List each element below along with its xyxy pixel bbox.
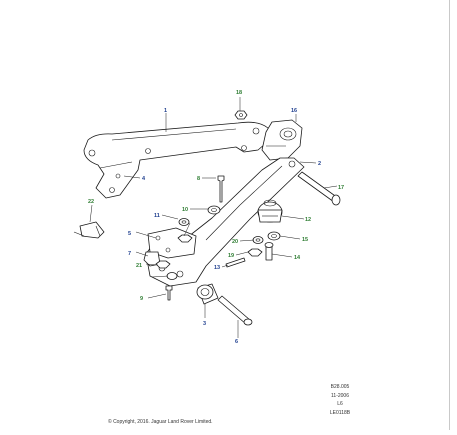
callout-15: 15 <box>302 237 308 243</box>
ball-joint <box>257 199 283 223</box>
nut-21 <box>155 260 171 269</box>
callout-22: 22 <box>88 199 94 205</box>
bolt-8 <box>217 175 225 203</box>
nut-19 <box>247 248 263 257</box>
callout-4: 4 <box>142 176 146 182</box>
stud-14 <box>264 242 274 261</box>
end-mount-housing <box>261 119 303 161</box>
callout-19: 19 <box>228 253 234 259</box>
callout-9: 9 <box>140 296 143 302</box>
reference-illustration-id: LE0118B <box>329 409 351 416</box>
reference-model: L6 <box>337 401 343 407</box>
screw-13 <box>225 257 246 268</box>
reference-code: B28.005 <box>330 384 350 390</box>
callout-14: 14 <box>294 255 301 261</box>
nut-18 <box>234 110 248 120</box>
reference-date: 11-2006 <box>331 392 349 399</box>
callout-18: 18 <box>236 90 242 96</box>
callout-5: 5 <box>128 231 131 237</box>
bushing <box>196 283 219 305</box>
callout-6: 6 <box>235 339 238 345</box>
callout-17: 17 <box>338 185 344 191</box>
washer-20 <box>252 236 264 244</box>
callout-10: 10 <box>182 207 188 213</box>
bolt-6 <box>217 295 253 326</box>
callout-21: 21 <box>136 263 142 269</box>
callout-1: 1 <box>164 108 167 114</box>
copyright-notice: © Copyright, 2016. Jaguar Land Rover Lim… <box>108 419 213 425</box>
bolt-9 <box>165 285 173 301</box>
callout-3: 3 <box>203 321 206 327</box>
crossmember-bracket <box>83 121 273 199</box>
callout-16: 16 <box>291 108 297 114</box>
callout-7: 7 <box>128 251 131 257</box>
callout-20: 20 <box>232 239 238 245</box>
washer-10 <box>207 205 221 215</box>
callout-2: 2 <box>318 161 321 167</box>
nut-left-16 <box>166 272 178 280</box>
bracket-clip <box>73 221 105 239</box>
callout-12: 12 <box>305 217 311 223</box>
callout-13: 13 <box>214 265 220 271</box>
washer-11 <box>178 218 190 226</box>
callout-11: 11 <box>154 213 160 219</box>
callout-labels: 1 2 3 4 5 6 7 8 9 10 11 12 13 14 15 16 1… <box>88 90 344 345</box>
nut-11 <box>177 234 193 243</box>
reference-block: B28.005 11-2006 L6 LE0118B <box>320 383 360 417</box>
callout-8: 8 <box>197 176 200 182</box>
page-edge-line <box>449 0 450 430</box>
bolt-17 <box>297 171 341 206</box>
leader-lines <box>89 97 338 338</box>
nut-15 <box>267 231 281 241</box>
